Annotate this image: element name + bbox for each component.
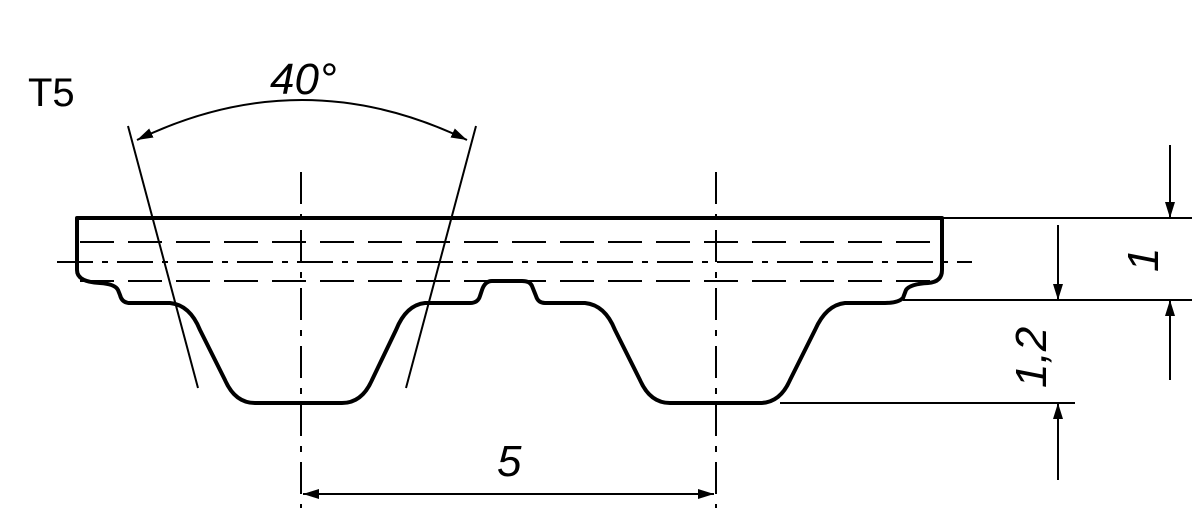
- flank-extension-line-left: [127, 125, 199, 389]
- tooth-height-label: 1,2: [1007, 327, 1056, 388]
- profile-label: T5: [28, 71, 75, 115]
- belt-thickness-label: 1: [1119, 248, 1168, 272]
- tooth-angle-label: 40°: [270, 55, 337, 104]
- angle-dimension-arc: [136, 99, 468, 141]
- pitch-label: 5: [497, 437, 522, 486]
- flank-extension-line-right: [405, 125, 477, 389]
- belt-profile-outline: [75, 216, 944, 405]
